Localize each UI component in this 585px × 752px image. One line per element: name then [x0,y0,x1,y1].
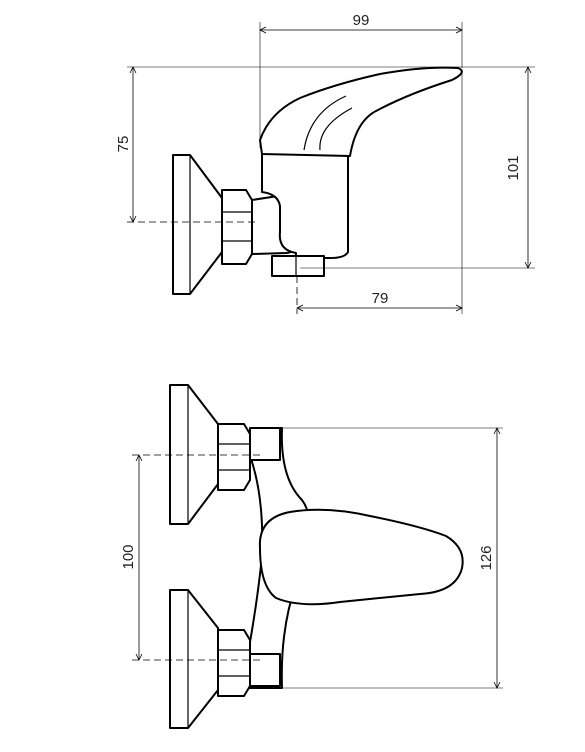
side-view: 99 75 101 79 [115,12,535,314]
front-lever-handle [258,508,464,606]
dim-75-label: 75 [115,136,132,153]
dim-101-label: 101 [505,155,522,180]
side-body [261,149,349,259]
front-lower-cap [249,653,281,687]
dim-126-label: 126 [478,545,495,570]
side-hex-nut [221,189,253,265]
side-lever-handle [259,66,463,157]
front-upper-flange [169,384,219,525]
front-lower-nut [217,629,251,697]
front-upper-cap [249,427,281,461]
dim-100-label: 100 [120,544,137,569]
side-outlet [271,255,325,277]
front-view: 100 126 [120,384,503,729]
side-wall-flange [172,154,223,295]
front-upper-nut [217,423,251,491]
front-lower-flange [169,589,219,729]
dim-79-label: 79 [372,290,389,307]
dim-99-label: 99 [353,12,370,29]
